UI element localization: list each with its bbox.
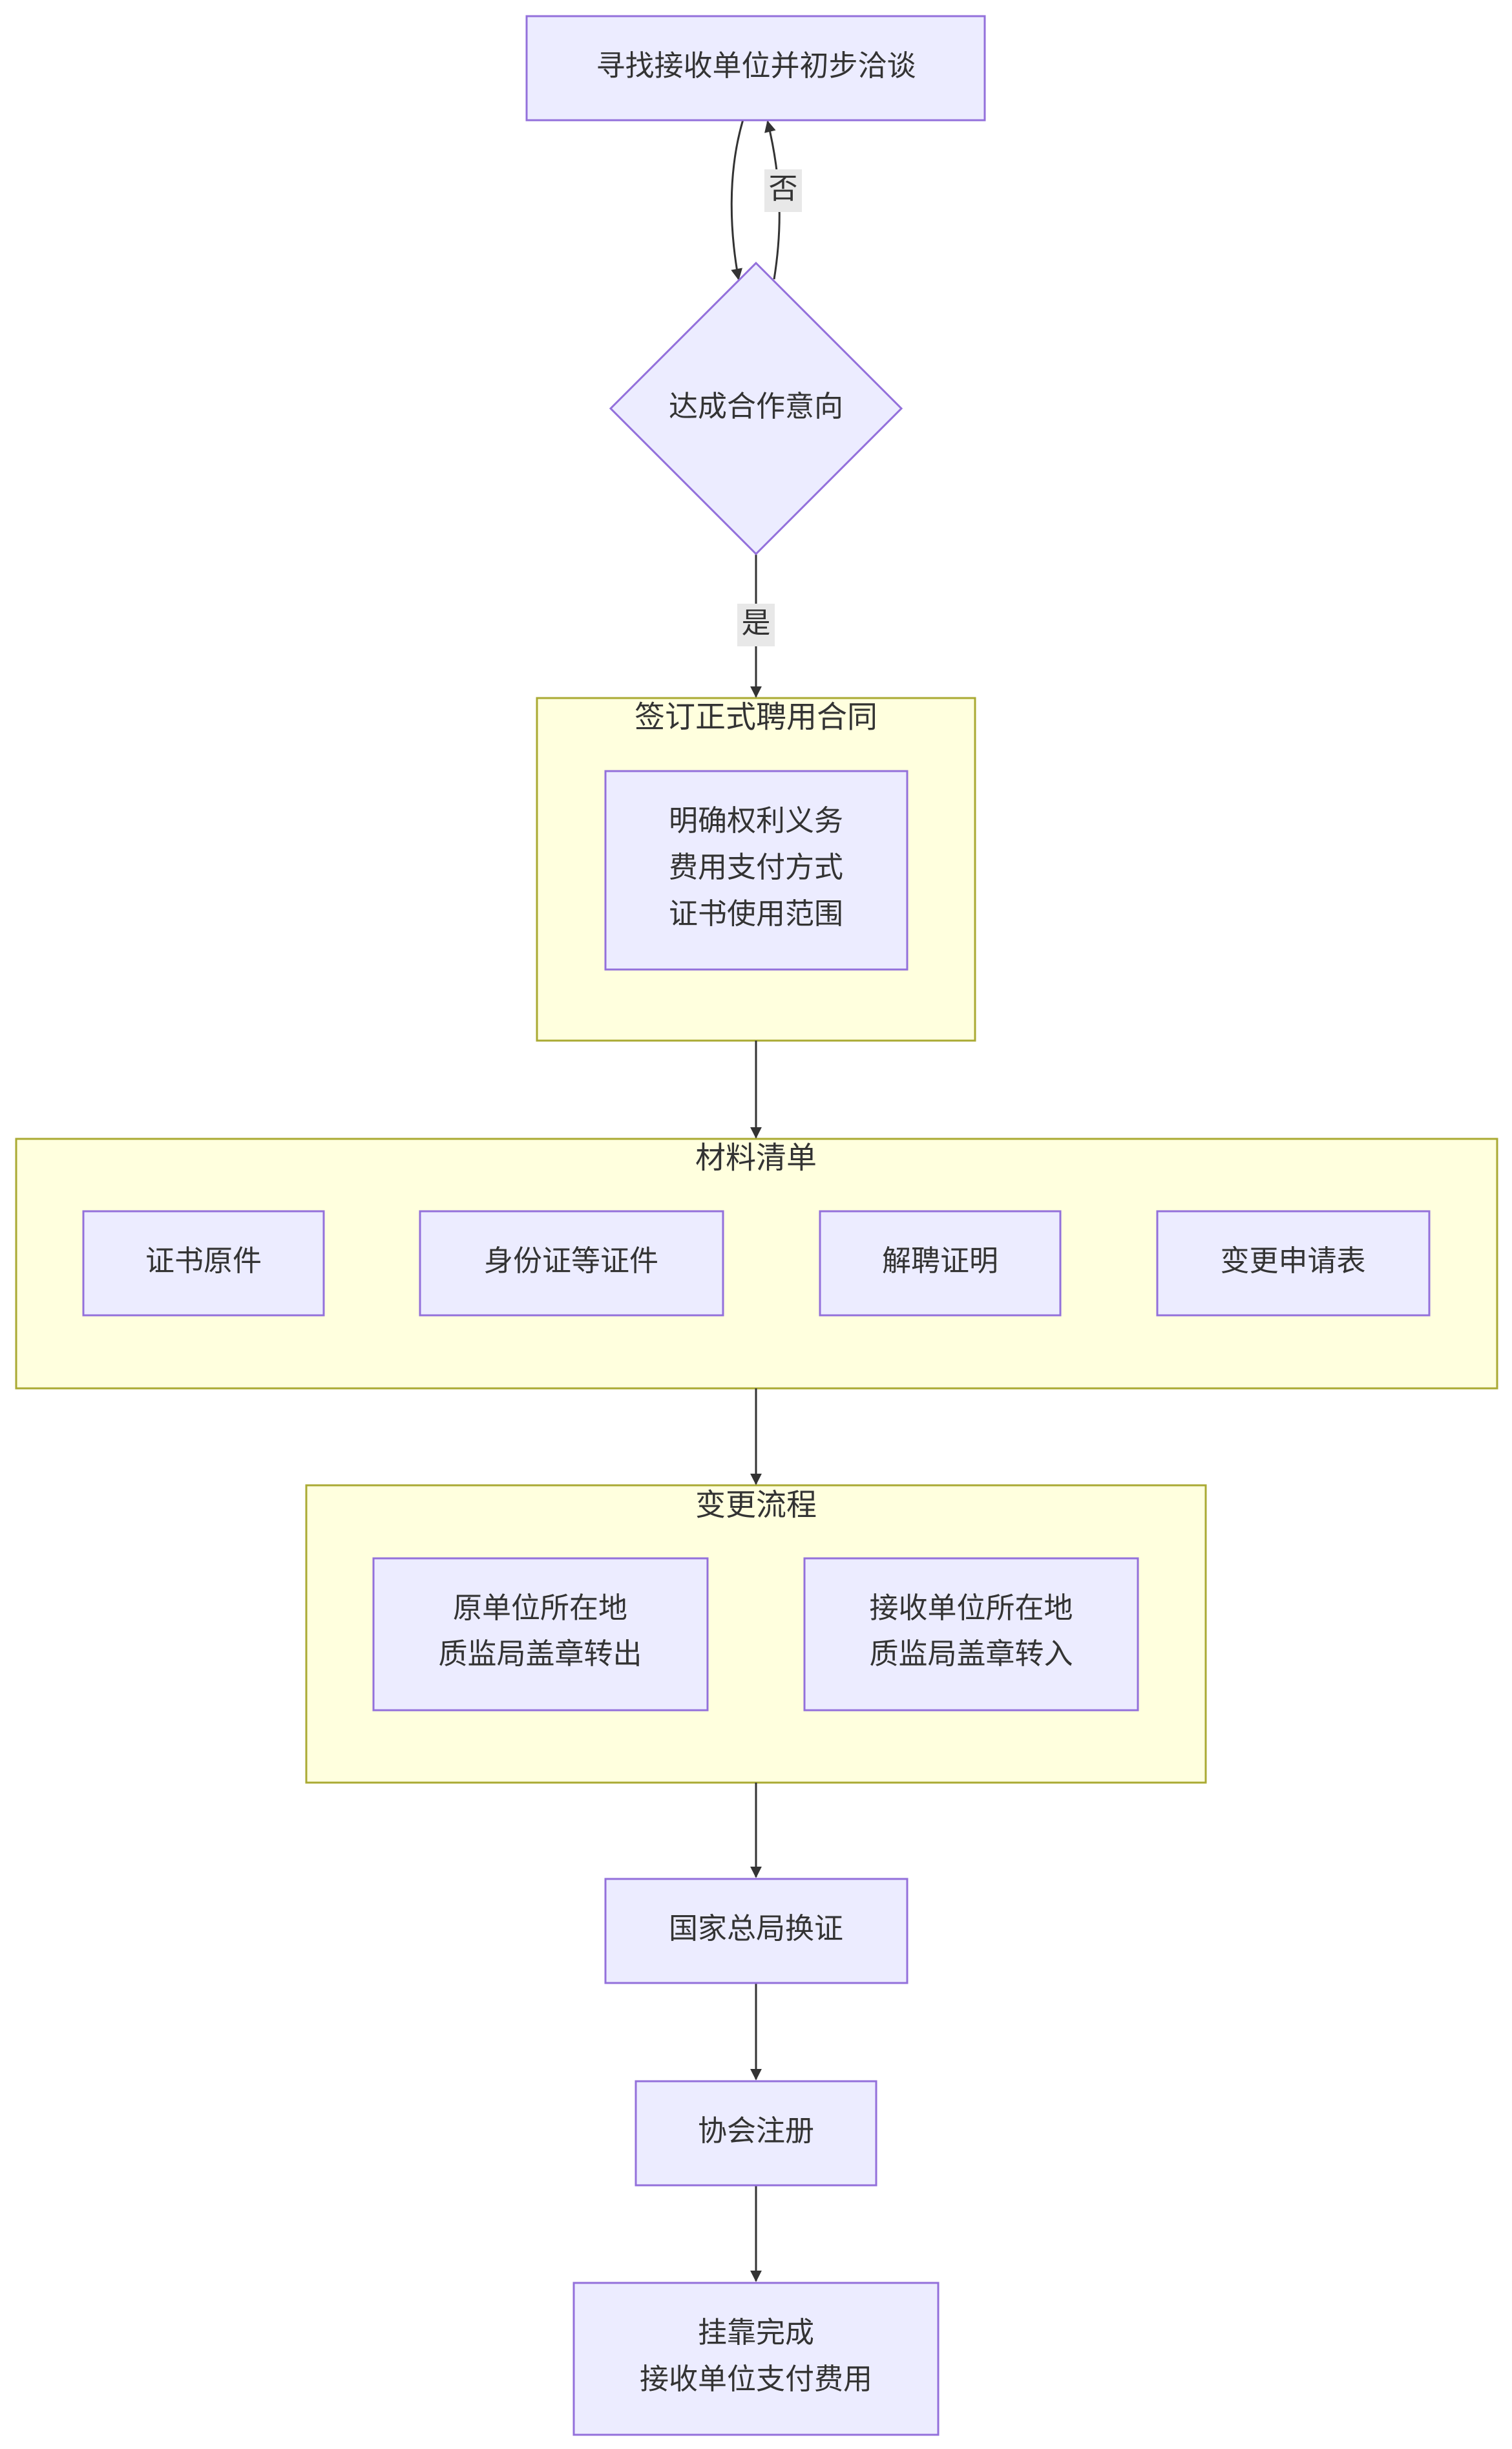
node-contract-terms: 明确权利义务 费用支付方式 证书使用范围 xyxy=(604,770,908,971)
node-association: 协会注册 xyxy=(635,2080,877,2187)
edge-label-no: 否 xyxy=(764,169,802,212)
node-agreement-decision: 达成合作意向 xyxy=(609,261,903,556)
node-payment-text: 费用支付方式 xyxy=(669,850,843,884)
node-rights-text: 明确权利义务 xyxy=(669,803,843,838)
node-original-bureau: 原单位所在地 质监局盖章转出 xyxy=(372,1557,709,1712)
node-done: 挂靠完成 接收单位支付费用 xyxy=(572,2282,940,2436)
node-orig-line1-text: 原单位所在地 xyxy=(453,1591,627,1625)
node-recv-line2-text: 质监局盖章转入 xyxy=(869,1637,1073,1671)
node-done-line2-text: 接收单位支付费用 xyxy=(640,2362,872,2396)
node-dismissal: 解聘证明 xyxy=(819,1210,1062,1317)
node-dismissal-text: 解聘证明 xyxy=(882,1244,998,1278)
group-process-title: 变更流程 xyxy=(695,1488,817,1523)
node-done-line1-text: 挂靠完成 xyxy=(698,2315,814,2349)
node-association-text: 协会注册 xyxy=(698,2114,814,2148)
node-agreement-text: 达成合作意向 xyxy=(669,389,843,423)
node-receiving-bureau: 接收单位所在地 质监局盖章转入 xyxy=(803,1557,1139,1712)
node-national: 国家总局换证 xyxy=(604,1878,908,1984)
edge-find-to-decision xyxy=(730,119,744,281)
node-cert-original: 证书原件 xyxy=(82,1210,325,1317)
group-materials-title: 材料清单 xyxy=(695,1141,817,1176)
node-find-unit-text: 寻找接收单位并初步洽谈 xyxy=(596,48,916,83)
node-change-form: 变更申请表 xyxy=(1156,1210,1431,1317)
node-cert-original-text: 证书原件 xyxy=(145,1244,262,1278)
node-id-docs: 身份证等证件 xyxy=(419,1210,724,1317)
group-contract-title: 签订正式聘用合同 xyxy=(635,700,877,736)
edge-label-no-text: 否 xyxy=(768,171,797,206)
edge-label-yes: 是 xyxy=(737,604,775,646)
edge-label-yes-text: 是 xyxy=(741,606,770,640)
node-orig-line2-text: 质监局盖章转出 xyxy=(438,1637,642,1671)
node-find-unit: 寻找接收单位并初步洽谈 xyxy=(525,15,986,122)
node-change-form-text: 变更申请表 xyxy=(1220,1244,1365,1278)
node-recv-line1-text: 接收单位所在地 xyxy=(869,1591,1073,1625)
node-cert-scope-text: 证书使用范围 xyxy=(669,896,843,931)
node-national-text: 国家总局换证 xyxy=(669,1911,843,1945)
node-id-docs-text: 身份证等证件 xyxy=(484,1244,658,1278)
